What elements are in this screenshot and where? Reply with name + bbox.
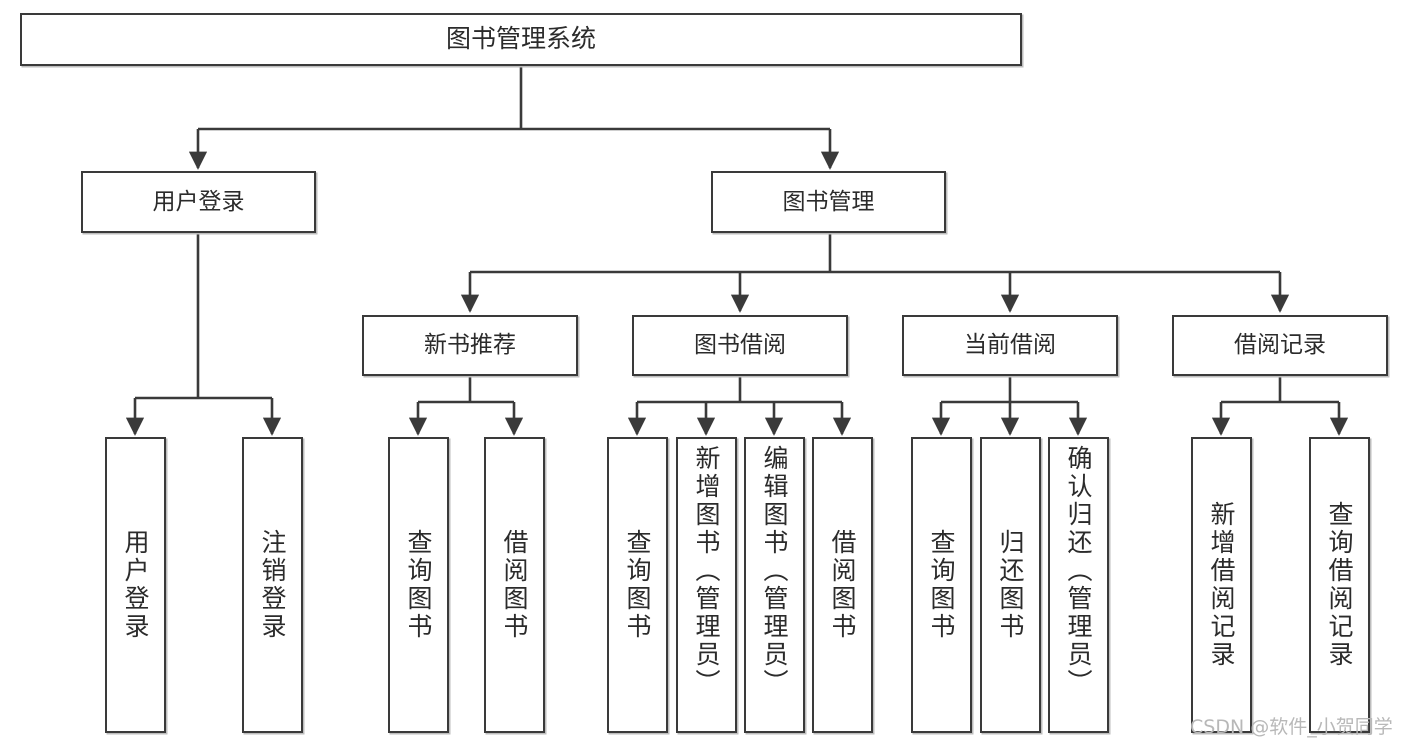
leaf-book-borrow-borrow-book-label: 借阅图书 xyxy=(828,529,857,641)
node-current-borrow-label: 当前借阅 xyxy=(964,332,1056,359)
leaf-book-borrow-query-book[interactable]: 查询图书 xyxy=(607,437,668,733)
leaf-new-book-query-book-label: 查询图书 xyxy=(404,529,433,641)
node-book-borrow[interactable]: 图书借阅 xyxy=(632,315,848,376)
leaf-book-borrow-add-book-label: 新增图书（管理员） xyxy=(692,445,721,697)
leaf-book-borrow-query-book-label: 查询图书 xyxy=(623,529,652,641)
csdn-watermark: CSDN @软件_小贺同学 xyxy=(1190,716,1393,738)
leaf-new-book-borrow-book-label: 借阅图书 xyxy=(500,529,529,641)
node-new-book-recommend-label: 新书推荐 xyxy=(424,332,516,359)
leaf-book-borrow-edit-book-label: 编辑图书（管理员） xyxy=(760,445,789,697)
leaf-current-borrow-return-book[interactable]: 归还图书 xyxy=(980,437,1041,733)
node-current-borrow[interactable]: 当前借阅 xyxy=(902,315,1118,376)
node-book-borrow-label: 图书借阅 xyxy=(694,332,786,359)
leaf-new-book-query-book[interactable]: 查询图书 xyxy=(388,437,449,733)
node-root-system[interactable]: 图书管理系统 xyxy=(20,13,1022,66)
leaf-user-login-logout-label: 注销登录 xyxy=(258,529,287,641)
leaf-borrow-record-add-record-label: 新增借阅记录 xyxy=(1207,501,1236,669)
node-root-system-label: 图书管理系统 xyxy=(445,24,596,54)
node-book-management[interactable]: 图书管理 xyxy=(711,171,946,233)
leaf-current-borrow-confirm-return-label: 确认归还（管理员） xyxy=(1064,445,1093,697)
leaf-current-borrow-return-book-label: 归还图书 xyxy=(996,529,1025,641)
node-user-login-label: 用户登录 xyxy=(152,188,245,215)
leaf-borrow-record-query-record[interactable]: 查询借阅记录 xyxy=(1309,437,1370,733)
leaf-current-borrow-confirm-return[interactable]: 确认归还（管理员） xyxy=(1048,437,1109,733)
leaf-current-borrow-query-book[interactable]: 查询图书 xyxy=(911,437,972,733)
leaf-user-login-login[interactable]: 用户登录 xyxy=(105,437,166,733)
leaf-user-login-logout[interactable]: 注销登录 xyxy=(242,437,303,733)
leaf-new-book-borrow-book[interactable]: 借阅图书 xyxy=(484,437,545,733)
leaf-borrow-record-add-record[interactable]: 新增借阅记录 xyxy=(1191,437,1252,733)
node-book-management-label: 图书管理 xyxy=(782,188,875,215)
leaf-user-login-login-label: 用户登录 xyxy=(121,529,150,641)
leaf-borrow-record-query-record-label: 查询借阅记录 xyxy=(1325,501,1354,669)
node-user-login[interactable]: 用户登录 xyxy=(81,171,316,233)
node-new-book-recommend[interactable]: 新书推荐 xyxy=(362,315,578,376)
node-borrow-record-label: 借阅记录 xyxy=(1234,332,1326,359)
leaf-current-borrow-query-book-label: 查询图书 xyxy=(927,529,956,641)
leaf-book-borrow-edit-book[interactable]: 编辑图书（管理员） xyxy=(744,437,805,733)
leaf-book-borrow-add-book[interactable]: 新增图书（管理员） xyxy=(676,437,737,733)
leaf-book-borrow-borrow-book[interactable]: 借阅图书 xyxy=(812,437,873,733)
node-borrow-record[interactable]: 借阅记录 xyxy=(1172,315,1388,376)
